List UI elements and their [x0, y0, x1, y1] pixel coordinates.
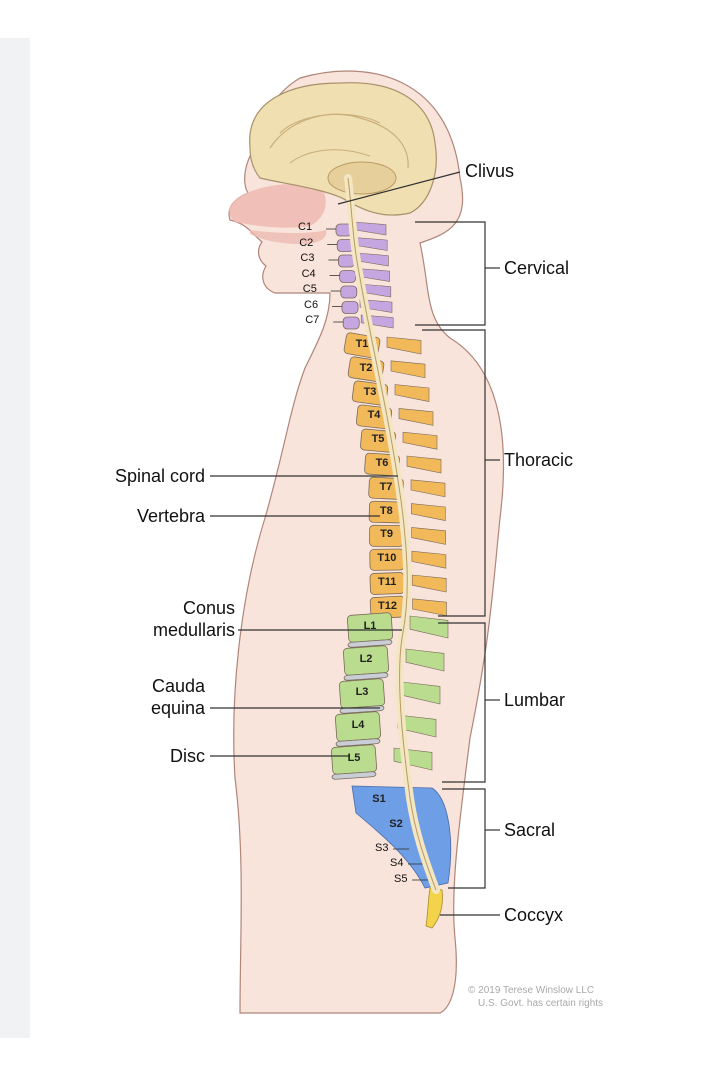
vertebra-label-S2: S2 [389, 818, 403, 830]
spinous-process-T1 [386, 336, 422, 355]
disc-L4 [335, 738, 381, 747]
spinous-process-L1 [409, 615, 449, 639]
vertebra-label-T4: T4 [367, 409, 381, 422]
vertebra-label-S1: S1 [372, 793, 386, 805]
vertebra-label-T5: T5 [371, 433, 385, 446]
sacral-bracket [442, 788, 486, 889]
vertebra-C7 [342, 316, 360, 330]
spine-anatomy-figure [210, 70, 505, 1014]
vertebra-label-T12: T12 [378, 599, 397, 612]
vertebra-label-L2: L2 [359, 653, 373, 665]
conus-label-line1: Conus [182, 598, 235, 618]
spinous-process-T7 [410, 479, 446, 498]
conus-label-line2: medullaris [152, 620, 235, 640]
oral-cavity [250, 230, 327, 244]
spinous-process-T11 [411, 574, 447, 593]
left-side-panel [0, 38, 30, 1038]
vertebra-label-T1: T1 [355, 338, 369, 350]
vertebra-label-S5: S5 [394, 873, 408, 885]
spinous-process-T3 [394, 384, 430, 402]
vertebra-label-T9: T9 [380, 528, 394, 541]
lumbar-label: Lumbar [504, 690, 566, 710]
cauda-label-line2: equina [150, 698, 205, 718]
vertebra-label-T7: T7 [379, 480, 393, 493]
disc-L2 [343, 672, 389, 681]
vertebra-label-L4: L4 [351, 719, 365, 731]
spinous-process-T8 [411, 503, 446, 521]
vertebra-label-S3: S3 [375, 842, 389, 854]
coccyx [425, 887, 443, 929]
vertebra-C5 [340, 285, 358, 299]
vertebra-label-C2: C2 [299, 236, 314, 249]
vertebra-label-L3: L3 [355, 686, 369, 698]
cauda-label-line1: Cauda [151, 676, 205, 696]
vertebra-label-C6: C6 [304, 298, 319, 311]
vertebra-C3 [337, 254, 355, 268]
vertebra-label-T8: T8 [379, 504, 393, 517]
vertebra-C6 [341, 301, 359, 314]
vertebra-label-C1: C1 [298, 221, 313, 233]
spinous-process-L2 [405, 648, 445, 672]
thoracic-bracket [422, 329, 486, 617]
clivus-leader [337, 171, 461, 205]
spinous-process-T5 [402, 431, 438, 450]
disc-L1 [347, 639, 393, 648]
vertebra-label-C3: C3 [300, 252, 315, 264]
spinous-process-T4 [398, 408, 434, 426]
vertebra-label-T11: T11 [378, 576, 397, 588]
vertebra-label-T3: T3 [363, 385, 377, 398]
vertebra-label-C5: C5 [302, 283, 317, 295]
credit-line1: © 2019 Terese Winslow LLC [468, 985, 595, 996]
vertebra-label-L1: L1 [363, 620, 377, 632]
credit-line2: U.S. Govt. has certain rights [478, 998, 604, 1009]
disc-label: Disc [170, 746, 205, 766]
cervical-label: Cervical [504, 258, 570, 278]
sacral-label: Sacral [504, 820, 556, 840]
spinal-cord-label: Spinal cord [114, 466, 205, 486]
nasal-cavity [229, 183, 326, 228]
coccyx-label: Coccyx [504, 905, 564, 925]
cervical-bracket [415, 221, 486, 326]
vertebra-label-C7: C7 [305, 314, 320, 326]
vertebra-label-T2: T2 [359, 361, 373, 374]
spinous-process-T9 [411, 527, 446, 545]
diagram-card: Clivus Cervical Thoracic Lumbar Sacral C… [30, 38, 720, 1038]
disc-L5 [331, 771, 377, 780]
vertebra-label-S4: S4 [390, 857, 404, 869]
lumbar-bracket [438, 622, 486, 783]
clivus-label: Clivus [465, 161, 515, 181]
vertebra-C4 [339, 270, 357, 283]
vertebra-label-L5: L5 [347, 752, 361, 764]
vertebra-label-T10: T10 [377, 552, 397, 565]
vertebra-label: Vertebra [136, 506, 205, 526]
spinous-process-T10 [411, 550, 447, 569]
vertebra-label-C4: C4 [301, 267, 316, 280]
vertebra-label-T6: T6 [375, 457, 389, 469]
spinous-process-T6 [406, 455, 442, 474]
thoracic-label: Thoracic [504, 450, 574, 470]
spinous-process-T2 [390, 360, 426, 379]
